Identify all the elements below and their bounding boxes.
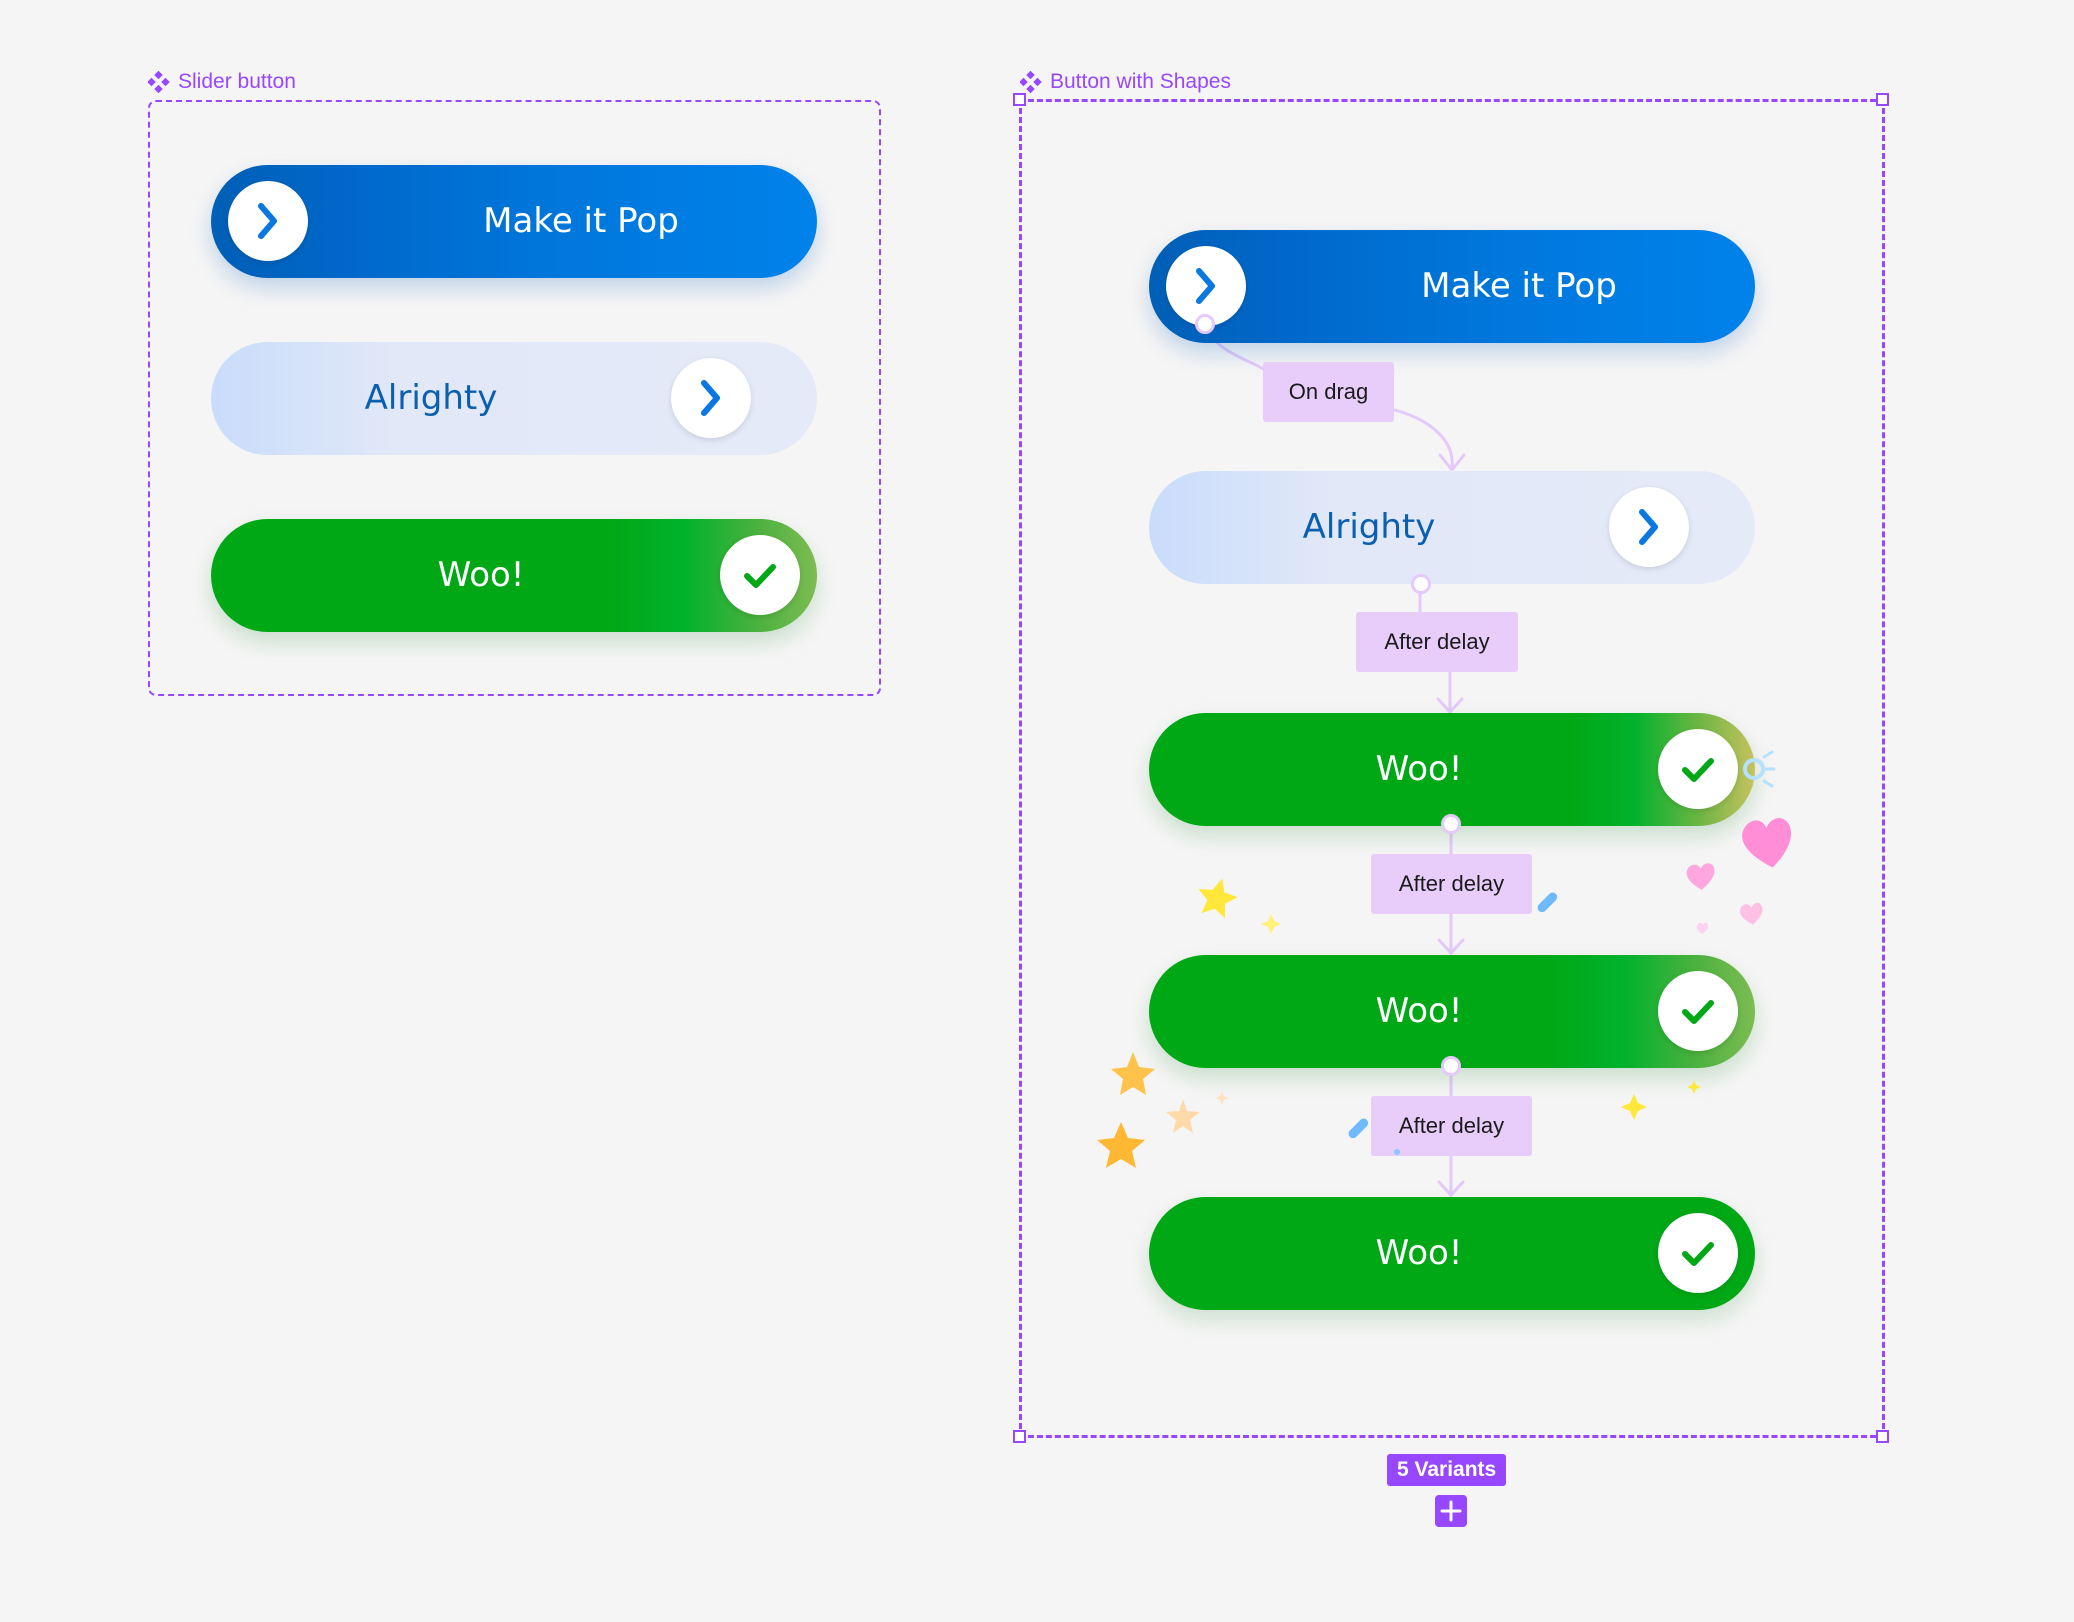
frame-title-button-with-shapes[interactable]: Button with Shapes [1020, 70, 1231, 94]
button-label: Woo! [1375, 749, 1463, 789]
heart-icon [1686, 863, 1715, 890]
chevron-right-icon [701, 380, 720, 416]
sparkle-icon [1621, 1094, 1647, 1120]
slider-button-frame[interactable] [148, 100, 881, 696]
resize-handle-top-left[interactable] [1013, 93, 1026, 106]
chevron-right-icon [1639, 509, 1658, 545]
slider-knob[interactable] [1166, 246, 1246, 326]
check-icon [1682, 1242, 1714, 1266]
slider-button-woo[interactable]: Woo! [211, 519, 817, 632]
button-label: Alrighty [364, 378, 498, 418]
slider-knob[interactable] [228, 181, 308, 261]
interaction-on-drag[interactable]: On drag [1263, 362, 1394, 422]
star-icon [1166, 1099, 1200, 1133]
variant-woo-2[interactable]: Woo! [1149, 955, 1755, 1068]
variant-make-it-pop[interactable]: Make it Pop [1149, 230, 1755, 343]
capsule-icon [1537, 892, 1558, 913]
button-label: Make it Pop [1421, 266, 1617, 306]
button-label: Make it Pop [483, 201, 679, 241]
component-set-icon [1020, 71, 1042, 93]
connection-origin-dot[interactable] [1441, 814, 1461, 834]
resize-handle-bottom-left[interactable] [1013, 1430, 1026, 1443]
connection-origin-dot[interactable] [1195, 314, 1215, 334]
resize-handle-bottom-right[interactable] [1876, 1430, 1889, 1443]
interaction-after-delay-1[interactable]: After delay [1356, 612, 1518, 672]
slider-button-make-it-pop[interactable]: Make it Pop [211, 165, 817, 278]
sparkle-icon [1261, 914, 1281, 934]
slider-knob[interactable] [1609, 487, 1689, 567]
capsule-icon [1348, 1118, 1369, 1139]
interaction-after-delay-3[interactable]: After delay [1371, 1096, 1532, 1156]
slider-knob[interactable] [671, 358, 751, 438]
star-icon [1097, 1122, 1145, 1168]
check-icon [1682, 1000, 1714, 1024]
button-label: Woo! [437, 555, 525, 595]
heart-icon [1739, 902, 1763, 925]
sparkle-icon [1687, 1080, 1701, 1094]
variant-woo-3[interactable]: Woo! [1149, 1197, 1755, 1310]
button-label: Woo! [1375, 1233, 1463, 1273]
check-icon [1682, 758, 1714, 782]
variants-count-badge: 5 Variants [1387, 1454, 1507, 1486]
frame-title-label: Button with Shapes [1050, 70, 1231, 93]
chevron-right-icon [258, 203, 277, 239]
heart-icon [1696, 922, 1709, 934]
plus-icon [1440, 1500, 1462, 1522]
variant-alrighty[interactable]: Alrighty [1149, 471, 1755, 584]
ring-icon [1743, 758, 1765, 780]
add-variant-button[interactable] [1435, 1495, 1467, 1527]
slider-knob[interactable] [1658, 1213, 1738, 1293]
slider-knob[interactable] [1658, 729, 1738, 809]
frame-title-slider-button[interactable]: Slider button [148, 70, 296, 94]
connection-origin-dot[interactable] [1411, 574, 1431, 594]
button-label: Alrighty [1302, 507, 1436, 547]
check-icon [744, 564, 776, 588]
chevron-right-icon [1196, 268, 1215, 304]
star-icon [1198, 878, 1238, 919]
slider-knob[interactable] [1658, 971, 1738, 1051]
slider-knob[interactable] [720, 535, 800, 615]
variant-woo-1[interactable]: Woo! [1149, 713, 1755, 826]
frame-title-label: Slider button [178, 70, 296, 93]
resize-handle-top-right[interactable] [1876, 93, 1889, 106]
component-icon [148, 71, 170, 93]
star-icon [1111, 1052, 1155, 1095]
button-with-shapes-frame[interactable] [1019, 99, 1885, 1438]
connection-origin-dot[interactable] [1441, 1056, 1461, 1076]
sparkle-icon [1215, 1091, 1229, 1105]
interaction-after-delay-2[interactable]: After delay [1371, 854, 1532, 914]
button-label: Woo! [1375, 991, 1463, 1031]
slider-button-alrighty[interactable]: Alrighty [211, 342, 817, 455]
heart-icon [1742, 818, 1791, 868]
